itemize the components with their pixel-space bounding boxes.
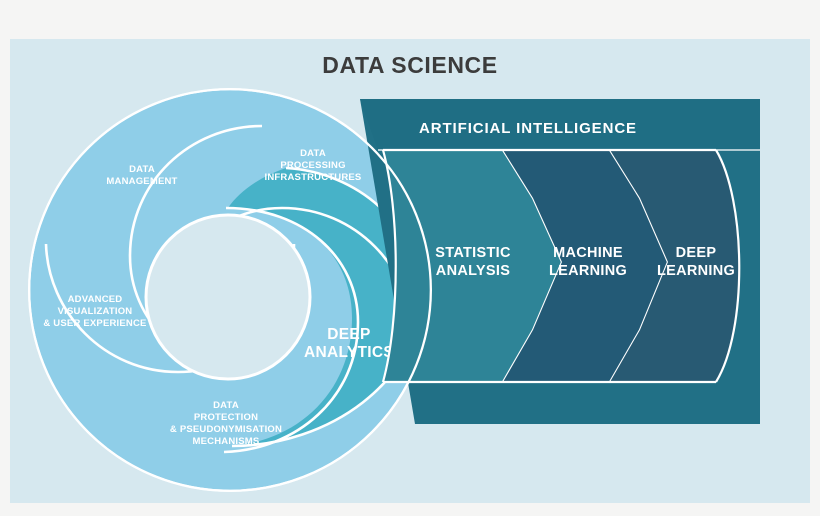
- ai-banner-label: ARTIFICIAL INTELLIGENCE: [419, 120, 637, 137]
- wheel-segment-data-management[interactable]: DATA MANAGEMENT: [106, 164, 177, 187]
- ai-stage-1-left-edge: [381, 149, 397, 383]
- stage-label-line2: LEARNING: [657, 263, 735, 279]
- wheel-segment-data-protection[interactable]: DATA PROTECTION & PSEUDONYMISATION MECHA…: [170, 400, 282, 447]
- stage-label-line1: DEEP: [676, 245, 717, 261]
- wheel-outer-outline-top: [28, 88, 432, 492]
- segment-label-line2: MANAGEMENT: [106, 176, 177, 187]
- ai-stage-deep-learning[interactable]: [610, 150, 740, 382]
- segment-label-line1: ADVANCED: [68, 294, 123, 305]
- segment-label-line3: & USER EXPERIENCE: [43, 318, 146, 329]
- page-title: DATA SCIENCE: [322, 52, 497, 78]
- segment-label-line1: DATA: [300, 148, 326, 159]
- segment-label-line1: DATA: [129, 164, 155, 175]
- wheel-segment-advanced-visualization[interactable]: ADVANCED VISUALIZATION & USER EXPERIENCE: [43, 294, 146, 329]
- segment-label-line3: INFRASTRUCTURES: [265, 172, 362, 183]
- wheel-segment-data-processing-infrastructures[interactable]: DATA PROCESSING INFRASTRUCTURES: [265, 148, 362, 183]
- ai-stage-label-deep-learning: DEEP LEARNING: [657, 245, 735, 279]
- segment-label-line1: DEEP: [327, 326, 370, 343]
- segment-label-line2: PROCESSING: [280, 160, 345, 171]
- ai-banner: [360, 99, 760, 150]
- segment-label-line2: ANALYTICS: [304, 344, 394, 361]
- segment-label-line2: PROTECTION: [194, 412, 258, 423]
- wheel-center-hole: [144, 213, 312, 381]
- wheel-segment-deep-analytics-label[interactable]: DEEP ANALYTICS: [304, 326, 394, 361]
- ai-stage-label-statistic-analysis: STATISTIC ANALYSIS: [435, 245, 511, 279]
- stage-label-line1: MACHINE: [553, 245, 623, 261]
- ai-stage-label-machine-learning: MACHINE LEARNING: [549, 245, 627, 279]
- stage-label-line2: ANALYSIS: [436, 263, 510, 279]
- ai-stage-3-right-edge: [715, 149, 741, 383]
- wheel-segment-deep-analytics: [228, 168, 420, 446]
- stage-label-line2: LEARNING: [549, 263, 627, 279]
- segment-label-line4: MECHANISMS: [193, 436, 260, 447]
- segment-label-line1: DATA: [213, 400, 239, 411]
- wheel-overlap-edge: [28, 88, 432, 492]
- segment-label-line3: & PSEUDONYMISATION: [170, 424, 282, 435]
- ai-stage-machine-learning[interactable]: [503, 150, 668, 382]
- segment-label-line2: VISUALIZATION: [58, 306, 133, 317]
- stage-label-line1: STATISTIC: [435, 245, 511, 261]
